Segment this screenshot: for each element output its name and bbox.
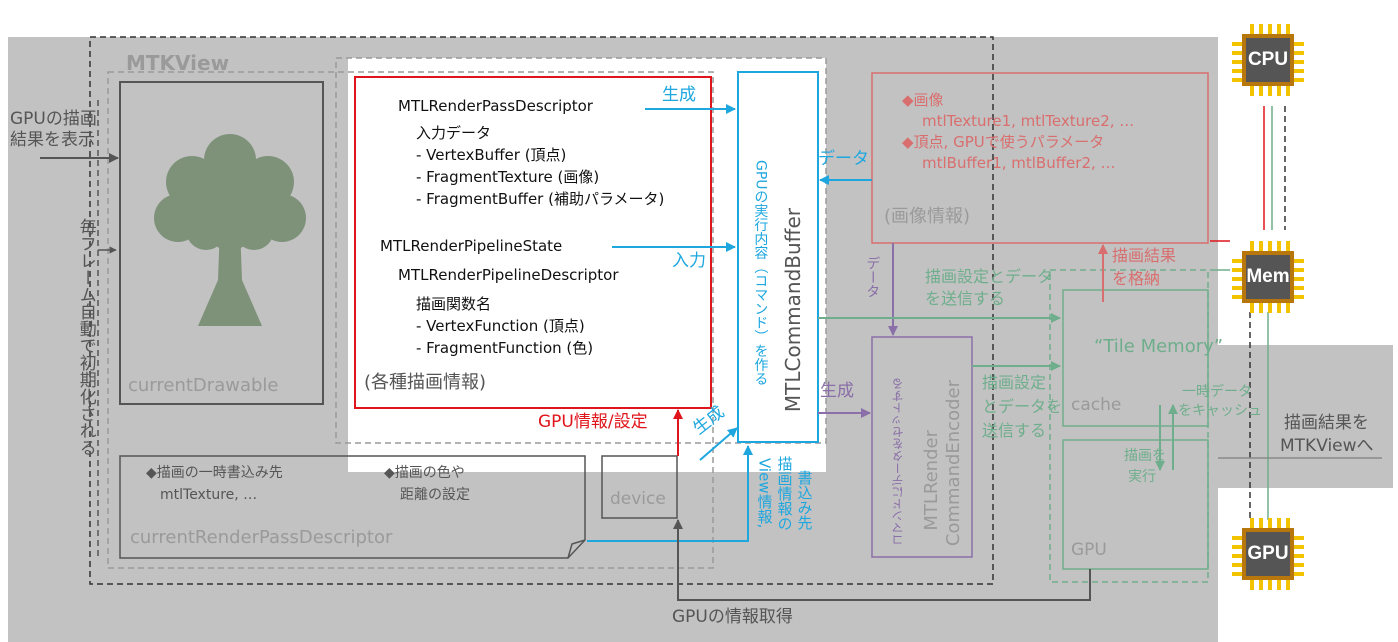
encoder-line2: CommandEncoder — [943, 380, 964, 547]
rpd-bullet1-line2: mtlTexture, … — [160, 487, 258, 503]
encoder-send-1: 描画設定 — [982, 373, 1047, 392]
gpu-chip: GPU — [1232, 518, 1304, 590]
cpu-label: CPU — [1247, 49, 1289, 70]
tree-icon — [154, 134, 306, 326]
cache-label: cache — [1071, 395, 1122, 415]
data-image-label: データ — [818, 149, 869, 169]
input-data: 入力データ — [416, 124, 492, 142]
vertex-function: - VertexFunction (頂点) — [416, 317, 585, 335]
display-label-1: GPUの描画 — [10, 109, 97, 129]
cache-temp-2: をキャッシュ — [1178, 403, 1262, 419]
image-info-caption: (画像情報) — [884, 206, 971, 227]
rpd-bullet2-line2: 距離の設定 — [400, 487, 470, 503]
to-mtkview-2: MTKViewへ — [1280, 436, 1374, 456]
function-names: 描画関数名 — [416, 295, 492, 313]
to-mtkview-1: 描画結果を — [1284, 413, 1369, 433]
pass-descriptor: MTLRenderPassDescriptor — [398, 97, 593, 115]
pipeline-state: MTLRenderPipelineState — [380, 237, 563, 255]
input-label: 入力 — [672, 251, 706, 271]
gpu-label: GPU — [1247, 543, 1289, 564]
vertex-buffer: - VertexBuffer (頂点) — [416, 146, 567, 164]
store-result-1: 描画結果 — [1112, 246, 1177, 265]
rpd-bullet1-line1: ◆描画の一時書込み先 — [146, 465, 283, 481]
cpu-chip: CPU — [1232, 24, 1304, 96]
image-info-buffers: mtlBuffer1, mtlBuffer2, … — [922, 154, 1116, 172]
fragment-texture: - FragmentTexture (画像) — [416, 168, 600, 186]
rpd-label: currentRenderPassDescriptor — [130, 527, 393, 548]
display-label-2: 結果を表示 — [10, 130, 95, 150]
mem-chip: Mem — [1232, 241, 1304, 313]
fragment-function: - FragmentFunction (色) — [416, 339, 594, 357]
command-buffer-label: MTLCommandBuffer — [781, 208, 805, 413]
init-label: 毎フレーム自動で初期化される — [75, 218, 96, 456]
encoder-send-3: 送信する — [982, 421, 1047, 440]
pipeline-descriptor: MTLRenderPipelineDescriptor — [398, 266, 619, 284]
generate-encoder-label: 生成 — [820, 381, 854, 401]
execute-1: 描画を — [1124, 448, 1166, 464]
generate-label: 生成 — [662, 85, 696, 105]
image-info-bullet1: ◆画像 — [902, 91, 944, 109]
render-info-caption: (各種描画情報) — [364, 372, 487, 393]
encoder-line1: MTLRender — [921, 430, 942, 531]
gpu-info-settings-label: GPU情報/設定 — [538, 412, 648, 432]
command-buffer-sub: GPUの実行内容（コマンド）を作る — [752, 160, 769, 386]
encoder-send-2: とデータを — [982, 397, 1063, 416]
view-info-1: View情報, — [755, 458, 774, 529]
tile-memory-label: “Tile Memory” — [1094, 336, 1224, 357]
cache-temp-1: 一時データ — [1182, 384, 1252, 400]
send-settings-2: を送信する — [925, 289, 1006, 308]
mem-label: Mem — [1246, 266, 1290, 287]
drawable-label: currentDrawable — [128, 375, 279, 396]
gpu-box-label: GPU — [1071, 540, 1107, 560]
send-settings-1: 描画設定とデータ — [925, 267, 1054, 286]
fragment-buffer: - FragmentBuffer (補助パラメータ) — [416, 190, 665, 208]
mtkview-title: MTKView — [126, 51, 230, 75]
render-info-panel — [348, 58, 826, 472]
gpu-info-get-label: GPUの情報取得 — [672, 607, 793, 627]
data-encoder-label: データ — [864, 256, 881, 298]
device-label: device — [610, 489, 666, 509]
view-info-2: 描画情報の — [775, 456, 794, 531]
store-result-2: を格納 — [1112, 269, 1161, 288]
image-info-textures: mtlTexture1, mtlTexture2, … — [922, 112, 1135, 130]
rpd-bullet2-line1: ◆描画の色や — [384, 465, 465, 481]
execute-2: 実行 — [1128, 469, 1156, 485]
view-info-3: 書込み先 — [795, 470, 814, 530]
encoder-sub: コマンドにデータをセットする — [891, 378, 905, 546]
image-info-bullet2: ◆頂点, GPUで使うパラメータ — [902, 133, 1105, 151]
right-panel-extension — [1218, 345, 1393, 488]
